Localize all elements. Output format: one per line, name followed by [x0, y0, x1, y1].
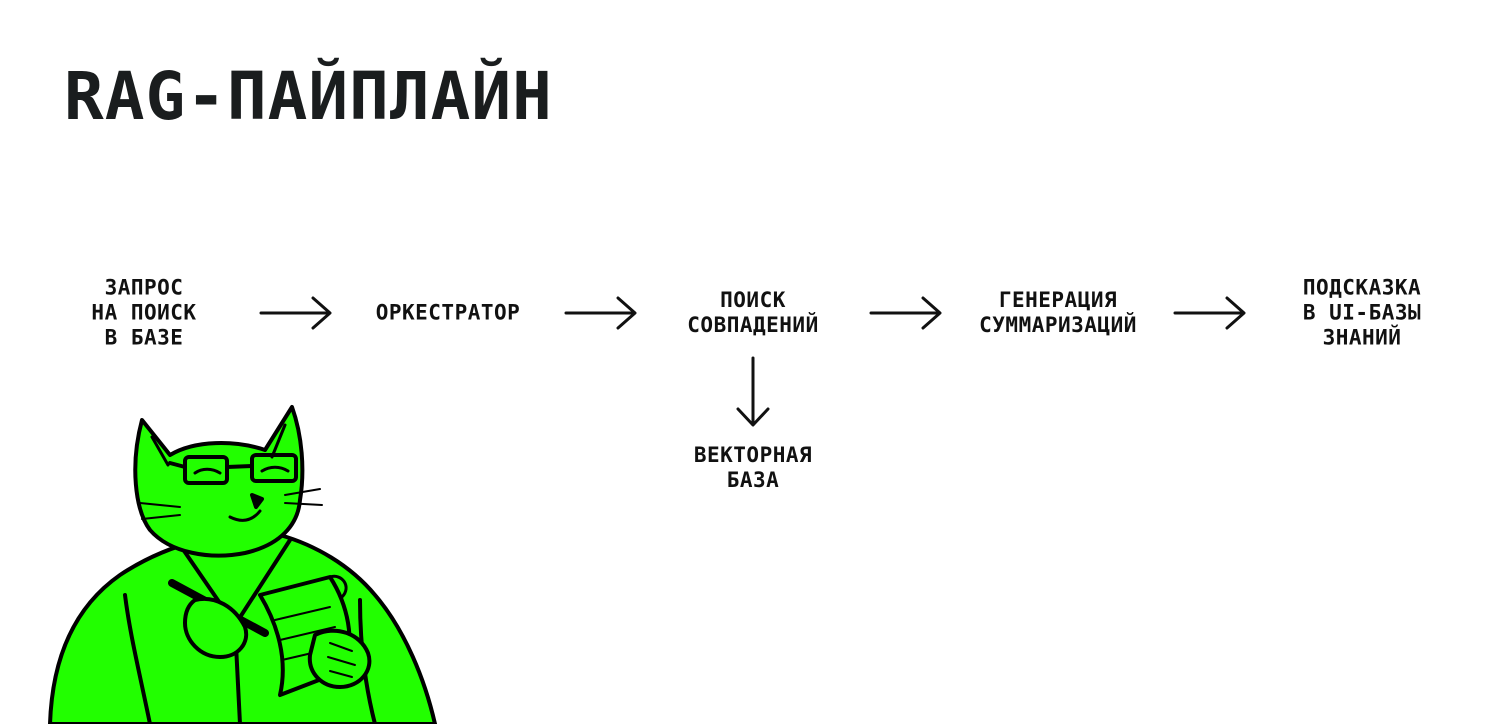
arrow-match-search-to-vector-db — [736, 356, 770, 427]
node-request-line-2: НА ПОИСК — [91, 300, 197, 325]
node-request-line-3: В БАЗЕ — [104, 325, 184, 350]
page-title: RAG-ПАЙПЛАЙН — [64, 58, 553, 135]
node-match-search-line-1: ПОИСК — [720, 288, 786, 312]
node-match-search: ПОИСК СОВПАДЕНИЙ — [687, 288, 818, 338]
cat-with-glasses-notepad-illustration — [48, 405, 437, 724]
node-vector-db-line-2: БАЗА — [726, 468, 780, 492]
arrow-match-search-to-summary-generation — [869, 296, 942, 330]
node-ui-hint-line-3: ЗНАНИЙ — [1322, 325, 1402, 350]
node-ui-hint: ПОДСКАЗКА В UI-БАЗЫ ЗНАНИЙ — [1303, 276, 1421, 351]
node-orchestrator: ОРКЕСТРАТОР — [376, 301, 521, 326]
node-vector-db-line-1: ВЕКТОРНАЯ — [693, 443, 813, 467]
node-ui-hint-line-1: ПОДСКАЗКА — [1302, 275, 1422, 300]
node-orchestrator-line-1: ОРКЕСТРАТОР — [375, 300, 521, 325]
node-summary-generation: ГЕНЕРАЦИЯ СУММАРИЗАЦИЙ — [979, 288, 1137, 338]
arrow-request-to-orchestrator — [259, 296, 332, 330]
node-request: ЗАПРОС НА ПОИСК В БАЗЕ — [91, 276, 196, 351]
node-match-search-line-2: СОВПАДЕНИЙ — [687, 313, 819, 337]
arrow-orchestrator-to-match-search — [564, 296, 637, 330]
node-summary-generation-line-2: СУММАРИЗАЦИЙ — [979, 313, 1137, 337]
node-summary-generation-line-1: ГЕНЕРАЦИЯ — [998, 288, 1118, 312]
node-request-line-1: ЗАПРОС — [104, 275, 184, 300]
node-vector-db: ВЕКТОРНАЯ БАЗА — [694, 443, 812, 493]
arrow-summary-generation-to-ui-hint — [1173, 296, 1246, 330]
node-ui-hint-line-2: В UI-БАЗЫ — [1302, 300, 1422, 325]
